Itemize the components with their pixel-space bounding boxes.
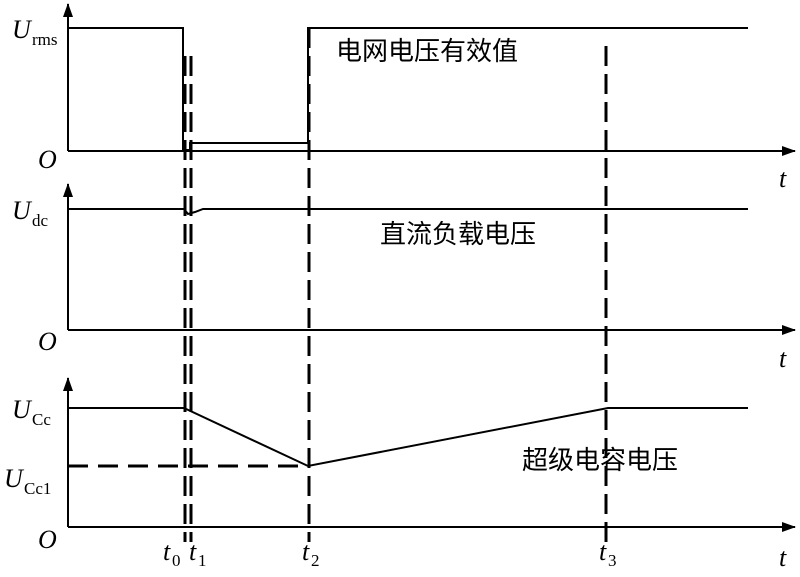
t2-label-main: t <box>302 537 310 566</box>
rms-ylabel-main: U <box>12 15 33 44</box>
rms-ylabel-sub: rms <box>32 30 58 49</box>
rms-time-axis-label: t <box>779 164 787 193</box>
time-marker-labels: t 0 t 1 t 2 t 3 <box>163 537 617 570</box>
cap-ylabel-sub: Cc <box>32 410 51 429</box>
dc-ylabel-sub: dc <box>32 211 49 230</box>
panel-grid-rms: U rms O t 电网电压有效值 <box>12 3 796 193</box>
panel-supercap: U Cc U Cc1 O t 超级电容电压 <box>4 377 796 572</box>
dc-voltage-trace <box>68 208 748 216</box>
dc-origin-label: O <box>38 327 57 356</box>
t3-label-main: t <box>599 537 607 566</box>
rms-origin-label: O <box>38 145 57 174</box>
panel-dc-load: U dc O t 直流负载电压 <box>12 183 796 373</box>
rms-title: 电网电压有效值 <box>336 37 518 67</box>
cap-ylabel-main: U <box>12 395 33 424</box>
dc-ylabel-main: U <box>12 196 33 225</box>
cap-ylabel2-main: U <box>4 464 25 493</box>
time-marker-lines <box>183 28 608 542</box>
dc-title: 直流负载电压 <box>380 220 536 250</box>
t0-label-main: t <box>163 537 171 566</box>
cap-title: 超级电容电压 <box>522 446 678 476</box>
t3-label-sub: 3 <box>608 551 617 570</box>
cap-time-axis-label: t <box>779 543 787 572</box>
t2-label-sub: 2 <box>311 551 320 570</box>
cap-origin-label: O <box>38 525 57 554</box>
cap-ylabel2-sub: Cc1 <box>24 479 51 498</box>
dc-time-axis-label: t <box>779 344 787 373</box>
t1-label-sub: 1 <box>198 551 207 570</box>
t1-label-main: t <box>189 537 197 566</box>
t0-label-sub: 0 <box>172 551 181 570</box>
